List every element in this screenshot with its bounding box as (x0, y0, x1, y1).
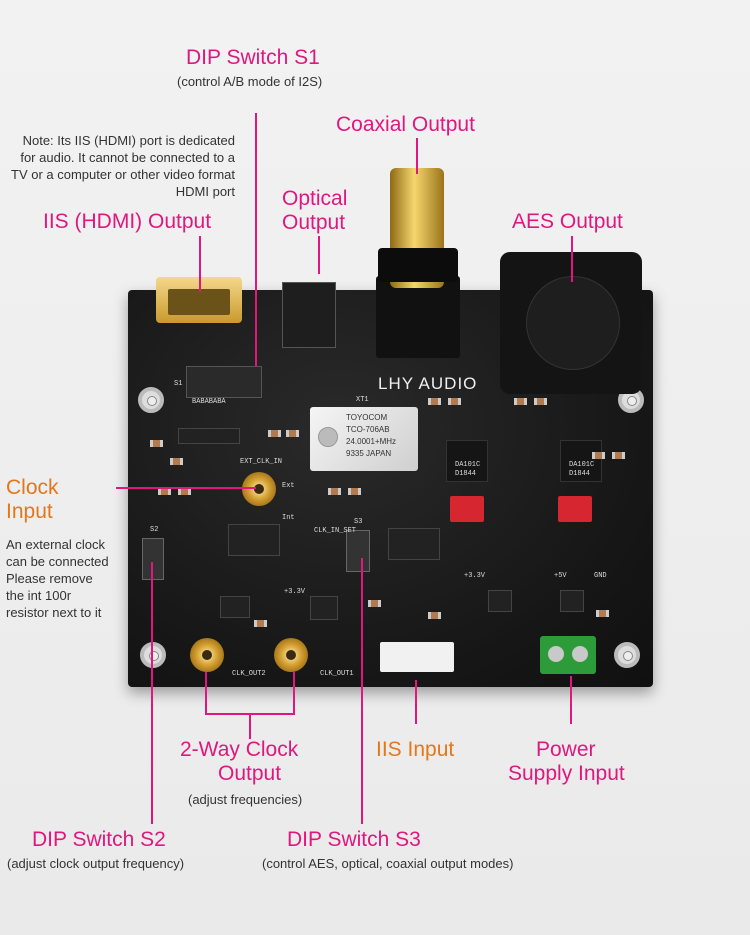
ic-chip (178, 428, 240, 444)
clock-input-title-1: Clock (6, 476, 59, 499)
coaxial-title: Coaxial Output (336, 113, 475, 136)
osc-line-2: TCO-706AB (346, 425, 390, 434)
clk-out1-sma-connector[interactable] (274, 638, 308, 672)
leader-s3 (361, 558, 363, 824)
dip-s1-title: DIP Switch S1 (186, 46, 320, 69)
ic-chip (388, 528, 440, 560)
hdmi-note: Note: Its IIS (HDMI) port is dedicated f… (11, 133, 235, 199)
clock-note-line: Please remove (6, 571, 93, 586)
leader-power (570, 676, 572, 724)
leader-clkout2 (205, 672, 207, 714)
leader-optical (318, 236, 320, 274)
leader-clkout-stem (249, 713, 251, 739)
iis-hdmi-title: IIS (HDMI) Output (43, 210, 212, 233)
silk-s2: S2 (150, 526, 159, 534)
leader-coaxial (416, 138, 418, 174)
dip-s3-sub: (control AES, optical, coaxial output mo… (262, 856, 514, 871)
dip-switch-s3[interactable] (346, 530, 370, 572)
brand-label: LHY AUDIO (378, 374, 478, 393)
regulator (310, 596, 338, 620)
clock-note: An external clock can be connected Pleas… (6, 536, 131, 621)
dip-s2-title: DIP Switch S2 (32, 828, 166, 851)
crystal-oscillator: TOYOCOM TCO-706AB 24.0001+MHz 9335 JAPAN (310, 407, 418, 471)
regulator (560, 590, 584, 612)
silk-babab: BABABABA (192, 398, 226, 406)
silk-gnd: GND (594, 572, 607, 580)
iis-input-title: IIS Input (376, 738, 455, 761)
silk-clk-out2: CLK_OUT2 (232, 670, 266, 678)
ic-chip (228, 524, 280, 556)
clock-note-line: resistor next to it (6, 605, 102, 620)
dip-s1-sub: (control A/B mode of I2S) (177, 74, 323, 89)
silk-5v: +5V (554, 572, 567, 580)
iis-input-header[interactable] (380, 642, 454, 672)
regulator (488, 590, 512, 612)
dip-switch-s2[interactable] (142, 538, 164, 580)
silk-int: Int (282, 514, 295, 522)
mounting-hole (138, 387, 164, 413)
silk-clk-out1: CLK_OUT1 (320, 670, 354, 678)
osc-line-1: TOYOCOM (346, 413, 388, 422)
rca-nut (378, 248, 458, 282)
optical-title-2: Output (282, 211, 346, 234)
dip-s2-sub: (adjust clock output frequency) (7, 856, 185, 871)
dip-switch-s1[interactable] (186, 366, 262, 398)
dac-chip: DA101C D1844 (446, 440, 488, 482)
dac-chip: DA101C D1844 (560, 440, 602, 482)
power-title-1: Power (536, 738, 596, 761)
leader-clkout1 (293, 672, 295, 714)
silk-s1: S1 (174, 380, 183, 388)
leader-aes (571, 236, 573, 282)
leader-hdmi (199, 236, 201, 292)
silk-ext-clk-in: EXT_CLK_IN (240, 458, 283, 466)
clock-note-line: An external clock (6, 537, 105, 552)
mounting-hole (614, 642, 640, 668)
silk-3v3-b: +3.3V (464, 572, 486, 580)
coaxial-jack-base (376, 276, 460, 358)
leader-s1 (255, 113, 257, 366)
red-capacitor (450, 496, 484, 522)
silk-s3: S3 (354, 518, 363, 526)
silk-ext: Ext (282, 482, 295, 490)
clock-note-line: the int 100r (6, 588, 72, 603)
red-capacitor (558, 496, 592, 522)
silk-clk-in-set: CLK_IN_SET (314, 527, 357, 535)
silk-3v3-a: +3.3V (284, 588, 306, 596)
leader-iis-input (415, 680, 417, 724)
clock-output-title-1: 2-Way Clock (180, 738, 299, 761)
leader-s2 (151, 562, 153, 824)
osc-line-3: 24.0001+MHz (346, 437, 397, 446)
clk-out2-sma-connector[interactable] (190, 638, 224, 672)
silk-xt1: XT1 (356, 396, 369, 404)
aes-title: AES Output (512, 210, 623, 233)
clock-input-title-2: Input (6, 500, 53, 523)
power-terminal-block[interactable] (540, 636, 596, 674)
dip-s3-title: DIP Switch S3 (287, 828, 421, 851)
clock-output-title-2: Output (218, 762, 282, 785)
ext-clock-sma-connector[interactable] (242, 472, 276, 506)
osc-line-4: 9335 JAPAN (346, 449, 392, 458)
optical-title-1: Optical (282, 187, 348, 210)
clock-note-line: can be connected (6, 554, 109, 569)
leader-clock-input (116, 487, 256, 489)
clock-output-sub: (adjust frequencies) (188, 792, 303, 807)
optical-connector[interactable] (282, 282, 336, 348)
ic-chip (220, 596, 250, 618)
mounting-hole (140, 642, 166, 668)
power-title-2: Supply Input (508, 762, 625, 785)
